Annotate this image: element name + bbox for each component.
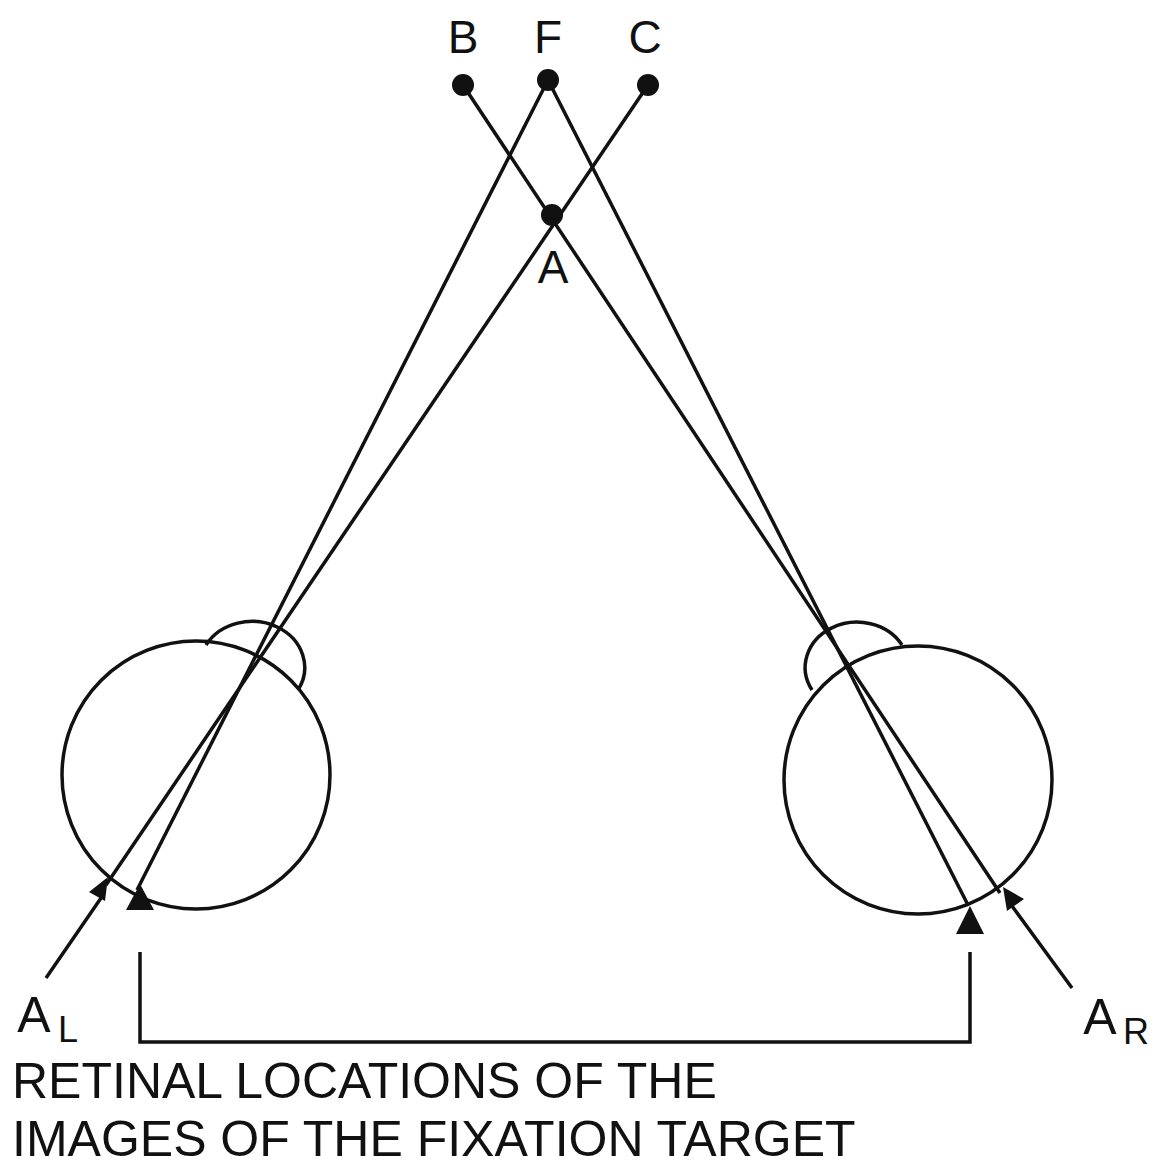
point-f bbox=[537, 69, 559, 91]
point-label: A bbox=[538, 244, 569, 290]
point-label: C bbox=[628, 14, 661, 60]
sight-line bbox=[137, 80, 548, 890]
sight-line bbox=[106, 85, 648, 885]
image-label: A bbox=[17, 990, 50, 1040]
leader-line bbox=[1012, 906, 1072, 988]
leader-line bbox=[46, 898, 101, 978]
right-eye bbox=[784, 646, 1052, 914]
callout-text: RETINAL LOCATIONS OF THE IMAGES OF THE F… bbox=[12, 1052, 868, 1168]
image-label: A bbox=[1083, 992, 1116, 1042]
image-subscript: L bbox=[58, 1012, 78, 1048]
bracket bbox=[140, 952, 970, 1042]
point-label: B bbox=[448, 14, 479, 60]
sight-line bbox=[463, 85, 1000, 893]
arrowheads bbox=[89, 877, 1024, 934]
point-c bbox=[637, 74, 659, 96]
sight-line bbox=[548, 80, 968, 905]
image-subscript: R bbox=[1123, 1014, 1149, 1050]
point-label: F bbox=[534, 14, 562, 60]
point-a bbox=[541, 204, 563, 226]
point-b bbox=[452, 74, 474, 96]
